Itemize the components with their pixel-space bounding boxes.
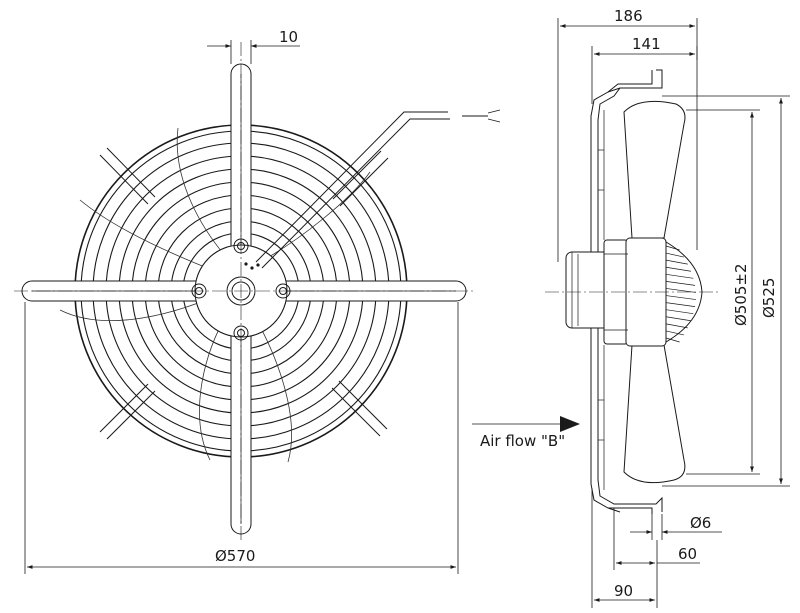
airflow-indicator: Air flow "B" <box>472 416 580 450</box>
cooling-fin <box>665 323 688 329</box>
cooling-fin <box>665 245 680 251</box>
motor-cooling-fins <box>665 245 696 343</box>
dim-foot-60: 60 <box>613 508 700 570</box>
cooling-fin <box>665 309 694 315</box>
dim-guard-diameter: Ø570 <box>24 302 459 574</box>
side-view: 186 141 Ø505±2 Ø525 Ø <box>472 7 790 608</box>
dim-hole-diameter: Ø6 <box>630 514 722 540</box>
dim-blade-diameter-label: Ø505±2 <box>732 263 750 326</box>
dim-foot-90-label: 90 <box>614 582 633 600</box>
dim-guard-depth-label: 141 <box>632 35 661 53</box>
side-guard-profile <box>590 69 663 514</box>
cooling-fin <box>665 266 691 272</box>
dim-bracket-width: 10 <box>207 28 300 64</box>
front-view: 10 Ø570 <box>14 28 501 574</box>
dim-foot-90: 90 <box>591 488 658 608</box>
power-cable <box>255 109 501 269</box>
cooling-fin <box>665 273 694 279</box>
side-fan-blades <box>623 100 686 484</box>
airflow-arrow-icon <box>560 416 580 432</box>
dim-guard-diameter-label: Ø570 <box>215 547 255 565</box>
dim-bracket-width-label: 10 <box>279 28 298 46</box>
cooling-fin <box>665 281 696 286</box>
cooling-fin <box>665 337 680 343</box>
dim-total-depth-label: 186 <box>614 7 643 25</box>
dim-blade-diameter: Ø505±2 <box>686 109 760 475</box>
airflow-label: Air flow "B" <box>480 432 565 450</box>
dim-foot-60-label: 60 <box>678 545 697 563</box>
dim-guard-depth: 141 <box>591 35 698 104</box>
dim-hole-diameter-label: Ø6 <box>690 514 711 532</box>
dim-mount-diameter: Ø525 <box>662 95 790 487</box>
guard-diagonal-struts <box>99 147 389 440</box>
cooling-fin <box>665 252 685 258</box>
cooling-fin <box>665 295 696 300</box>
dim-mount-diameter-label: Ø525 <box>760 278 778 318</box>
cooling-fin <box>665 302 696 307</box>
cooling-fin <box>665 330 685 336</box>
cooling-fin <box>665 316 691 322</box>
cooling-fin <box>665 259 688 265</box>
